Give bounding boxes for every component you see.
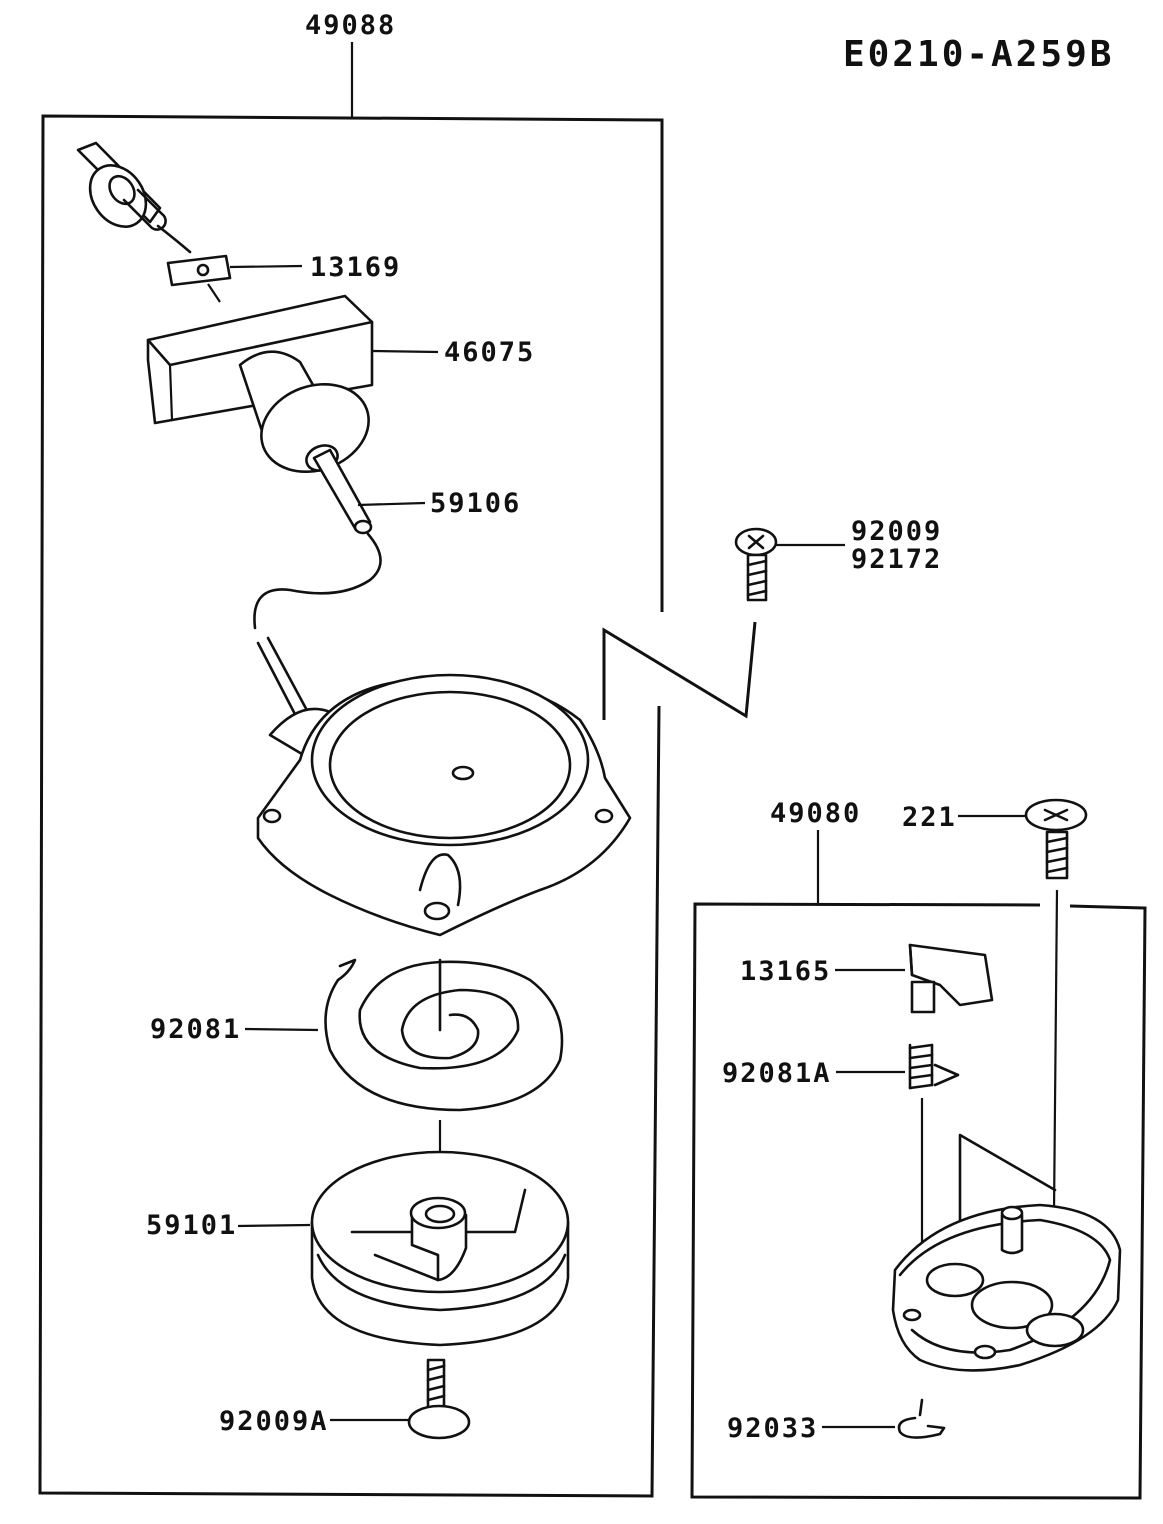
- spring-92081-part: 92081: [150, 958, 564, 1112]
- label-59101[interactable]: 59101: [146, 1210, 237, 1241]
- rope-grommet-part: [76, 141, 192, 254]
- label-92009A[interactable]: 92009A: [219, 1406, 329, 1437]
- label-59106[interactable]: 59106: [430, 488, 521, 519]
- label-92033[interactable]: 92033: [727, 1413, 818, 1444]
- label-92081A[interactable]: 92081A: [722, 1058, 832, 1089]
- diagram-code: E0210-A259B: [843, 34, 1114, 75]
- label-49088[interactable]: 49088: [305, 10, 396, 41]
- handle-46075-part: 46075: [146, 294, 535, 474]
- starter-case-part: [256, 636, 632, 937]
- label-49080[interactable]: 49080: [770, 798, 861, 829]
- label-92172[interactable]: 92172: [851, 544, 942, 575]
- ratchet-13165-part: 13165: [740, 943, 994, 1014]
- screw-92009-part: 92009 92172: [734, 516, 942, 602]
- label-13169[interactable]: 13169: [310, 252, 401, 283]
- ratchet-cover-part: [891, 1133, 1122, 1372]
- screw-92009A-part: 92009A: [219, 1358, 471, 1440]
- link-line: [602, 621, 757, 720]
- label-46075[interactable]: 46075: [444, 337, 535, 368]
- label-92009[interactable]: 92009: [851, 516, 942, 547]
- ratchet-assembly-frame: 49080: [690, 798, 1147, 1500]
- label-13165[interactable]: 13165: [740, 956, 831, 987]
- pin-13169-part: 13169: [166, 252, 401, 303]
- screw-221-part: 221: [902, 798, 1088, 1321]
- label-92081[interactable]: 92081: [150, 1014, 241, 1045]
- rope-59106-part: 59106: [253, 448, 521, 630]
- reel-59101-part: 59101: [146, 1120, 570, 1347]
- label-221[interactable]: 221: [902, 802, 957, 833]
- circlip-92033-part: 92033: [727, 1398, 946, 1444]
- starter-assembly-frame: 49088: [38, 10, 664, 1498]
